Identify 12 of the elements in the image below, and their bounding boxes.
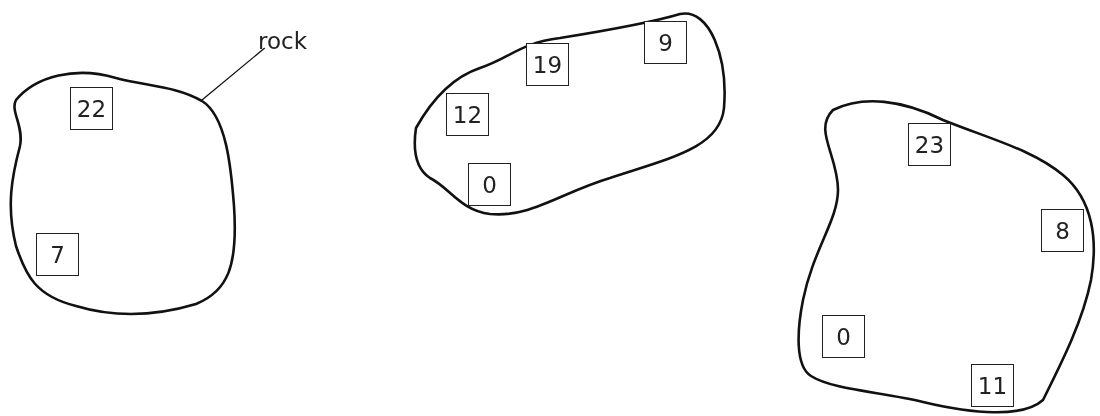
- number-tag: 0: [822, 315, 865, 358]
- number-tag: 0: [468, 163, 511, 206]
- leader-line: [201, 47, 266, 101]
- number-tag: 7: [36, 233, 79, 276]
- number-tag: 8: [1041, 209, 1084, 252]
- callout-label: rock: [258, 28, 307, 54]
- number-tag: 19: [526, 43, 569, 86]
- number-tag: 23: [908, 123, 951, 166]
- number-tag: 11: [971, 364, 1014, 407]
- number-tag: 22: [70, 87, 113, 130]
- number-tag: 12: [446, 93, 489, 136]
- number-tag: 9: [644, 21, 687, 64]
